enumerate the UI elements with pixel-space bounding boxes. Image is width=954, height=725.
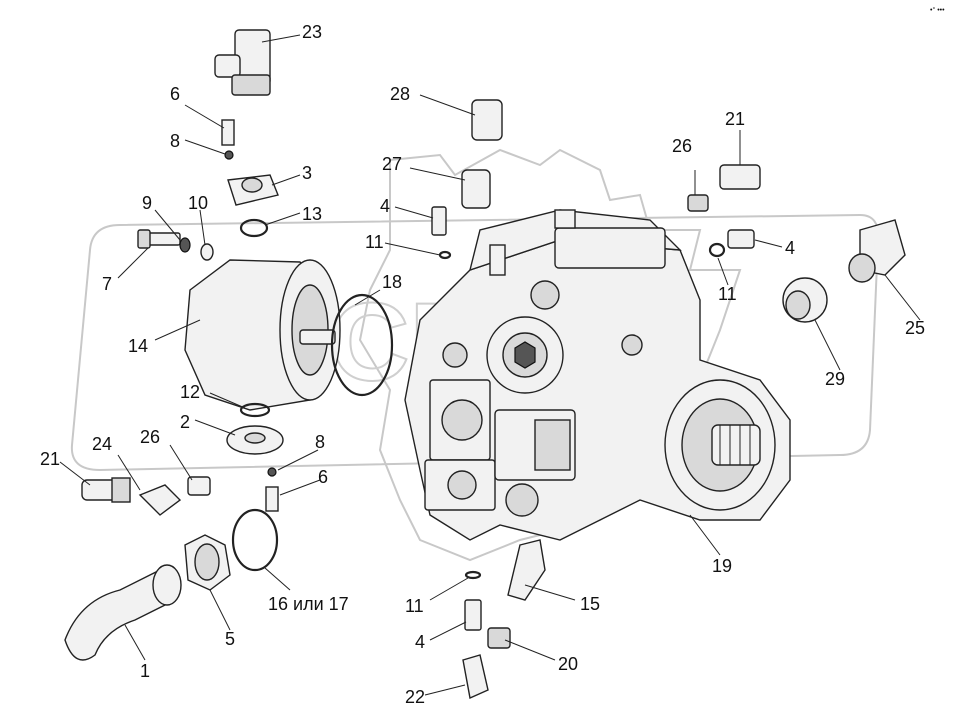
o-ring-18 [330,293,394,397]
label-27: 27 [382,154,402,174]
label-10: 10 [188,193,208,213]
bolt-and-washers [137,229,214,261]
hose-1 [64,564,182,661]
label-5: 5 [225,629,235,649]
label-16-or-17: 16 или 17 [268,594,349,614]
label-9: 9 [142,193,152,213]
corner-mark: •° ••• [930,6,945,14]
label-8-top: 8 [170,131,180,151]
top-fittings [214,29,279,238]
label-12: 12 [180,382,200,402]
label-28: 28 [390,84,410,104]
label-21-right: 21 [725,109,745,129]
label-22: 22 [405,687,425,707]
o-ring-16 [231,508,279,572]
label-23: 23 [302,22,322,42]
label-25: 25 [905,318,925,338]
label-3: 3 [302,163,312,183]
label-26-left: 26 [140,427,160,447]
label-20: 20 [558,654,578,674]
label-6-top: 6 [170,84,180,104]
bottom-fittings [462,539,546,700]
label-4-bottom: 4 [415,632,425,652]
label-18: 18 [382,272,402,292]
label-24: 24 [92,434,112,454]
label-26-right: 26 [672,136,692,156]
label-14: 14 [128,336,148,356]
label-4-right: 4 [785,238,795,258]
label-11-bottom: 11 [405,596,424,616]
label-21-left: 21 [40,449,60,469]
leader-lines [59,34,921,696]
lower-left-parts [226,402,284,512]
motor-housing [184,259,341,411]
right-fittings [431,99,906,323]
label-13: 13 [302,204,322,224]
label-2: 2 [180,412,190,432]
label-7: 7 [102,274,112,294]
label-1: 1 [140,661,150,681]
label-4-left: 4 [380,196,390,216]
left-fittings [81,476,211,516]
label-11-right: 11 [718,284,737,304]
label-6-bottom: 6 [318,467,328,487]
nut-5 [184,534,231,591]
label-11-left: 11 [365,232,384,252]
label-19: 19 [712,556,732,576]
part-labels: 23 6 8 3 13 9 10 7 14 18 12 2 8 6 26 24 … [40,22,925,707]
pump-body [404,209,791,541]
label-8-bottom: 8 [315,432,325,452]
label-15: 15 [580,594,600,614]
label-29: 29 [825,369,845,389]
